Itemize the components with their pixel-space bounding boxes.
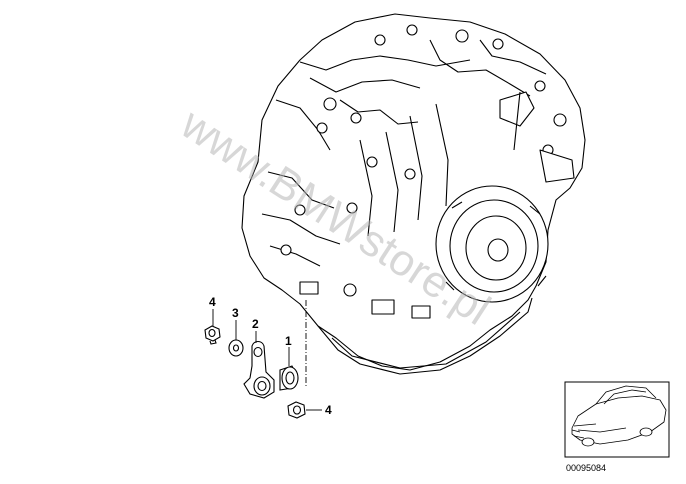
- nut-lower: [287, 401, 306, 419]
- callout-4-lower: 4: [325, 403, 332, 417]
- diagram-code: 00095084: [566, 463, 606, 473]
- callout-2: 2: [252, 317, 259, 331]
- car-thumbnail-icon: [571, 385, 667, 447]
- callout-1: 1: [285, 334, 292, 348]
- nut-upper: [204, 325, 221, 345]
- exploded-parts: [204, 325, 306, 419]
- callout-leaders: [212, 309, 322, 411]
- callout-3: 3: [232, 306, 239, 320]
- thumbnail-box: [564, 381, 670, 458]
- bushing: [279, 365, 299, 391]
- transmission-illustration: [241, 13, 586, 375]
- bracket: [243, 340, 275, 399]
- washer: [228, 339, 244, 357]
- callout-4-upper: 4: [209, 295, 216, 309]
